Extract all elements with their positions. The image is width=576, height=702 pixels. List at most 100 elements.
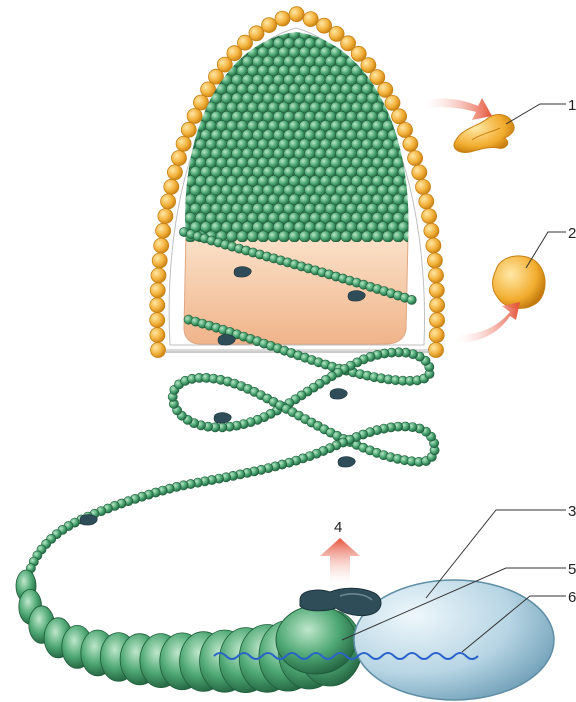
genome-bead: [393, 28, 404, 39]
genome-bead: [393, 231, 404, 242]
lipid-head: [427, 253, 442, 268]
lipid-head: [181, 122, 196, 137]
lipid-head: [416, 179, 431, 194]
genome-bead: [226, 28, 237, 39]
genome-bead: [289, 231, 300, 242]
lipid-head: [161, 194, 176, 209]
genome-bead: [174, 65, 185, 76]
genome-bead: [372, 28, 383, 39]
lipid-head: [249, 26, 264, 41]
lipid-head: [424, 223, 439, 238]
ribonucleoprotein-segments: [16, 570, 362, 693]
genome-bead: [216, 28, 227, 39]
genome-bead: [195, 65, 206, 76]
chain-protein-marker: [214, 413, 231, 424]
lipid-head: [398, 123, 413, 138]
genome-bead: [362, 28, 373, 39]
release-arrow-2: [456, 302, 520, 342]
lipid-head: [392, 109, 407, 124]
genome-bead: [362, 231, 373, 242]
genome-bead: [299, 231, 310, 242]
genome-bead: [408, 38, 419, 49]
chain-protein-marker: [338, 457, 355, 468]
genome-bead: [174, 28, 185, 39]
leader-line-1: [506, 104, 566, 124]
callout-6: 6: [568, 589, 576, 606]
genome-bead: [330, 231, 341, 242]
lipid-head: [158, 209, 173, 224]
genome-bead: [403, 84, 414, 95]
lipid-head: [150, 313, 165, 328]
genome-bead: [408, 111, 419, 122]
globular-protein-icon: [493, 256, 546, 308]
genome-bead: [190, 56, 201, 67]
genome-bead: [185, 65, 196, 76]
lipid-head: [426, 238, 441, 253]
genome-bead: [237, 231, 248, 242]
genome-bead: [174, 47, 185, 58]
lipid-head: [151, 343, 166, 358]
genome-bead: [398, 38, 409, 49]
genome-bead: [382, 47, 393, 58]
release-arrow-4: [320, 538, 360, 584]
envelope-ellipse: [354, 580, 554, 700]
lipid-head: [429, 328, 444, 343]
packed-genome-cap: [174, 28, 419, 242]
genome-bead: [372, 47, 383, 58]
genome-bead: [195, 47, 206, 58]
genome-bead: [278, 231, 289, 242]
lipid-head: [167, 165, 182, 180]
lipid-head: [430, 313, 445, 328]
genome-bead: [247, 231, 258, 242]
genome-bead: [403, 65, 414, 76]
genome-bead: [180, 38, 191, 49]
lipid-head: [429, 283, 444, 298]
genome-bead: [408, 93, 419, 104]
genome-bead: [393, 84, 404, 95]
genome-bead: [398, 56, 409, 67]
genome-bead: [377, 56, 388, 67]
genome-bead: [268, 231, 279, 242]
lipid-head: [164, 179, 179, 194]
genome-bead: [403, 47, 414, 58]
lipid-head: [303, 12, 318, 27]
genome-bead: [351, 231, 362, 242]
genome-bead: [185, 84, 196, 95]
genome-bead: [372, 231, 383, 242]
genome-bead: [320, 231, 331, 242]
genome-bead: [180, 74, 191, 85]
genome-bead: [206, 47, 217, 58]
genome-bead: [174, 84, 185, 95]
callout-2: 2: [568, 225, 576, 242]
lipid-head: [429, 268, 444, 283]
lipid-head: [275, 11, 290, 26]
genome-bead: [185, 28, 196, 39]
lipid-head: [422, 209, 437, 224]
genome-bead: [258, 231, 269, 242]
genome-bead: [174, 102, 185, 113]
lipid-head: [412, 165, 427, 180]
lipid-head: [429, 343, 444, 358]
genome-bead: [180, 56, 191, 67]
lipid-head: [152, 253, 167, 268]
genome-bead: [310, 231, 321, 242]
lipid-head: [194, 95, 209, 110]
genome-bead: [388, 38, 399, 49]
genome-bead: [216, 47, 227, 58]
lipid-head: [150, 283, 165, 298]
genome-bead: [398, 74, 409, 85]
lipid-head: [419, 194, 434, 209]
lipid-head: [150, 328, 165, 343]
genome-bead: [341, 231, 352, 242]
lipid-head: [156, 223, 171, 238]
chain-bead: [407, 295, 416, 304]
genome-bead: [211, 38, 222, 49]
genome-bead: [408, 56, 419, 67]
genome-bead: [206, 28, 217, 39]
genome-bead: [408, 74, 419, 85]
lipid-head: [289, 7, 304, 22]
lipid-head: [176, 136, 191, 151]
irregular-protein-icon: [454, 115, 514, 153]
chain-protein-marker: [80, 515, 97, 526]
lipid-head: [430, 298, 445, 313]
